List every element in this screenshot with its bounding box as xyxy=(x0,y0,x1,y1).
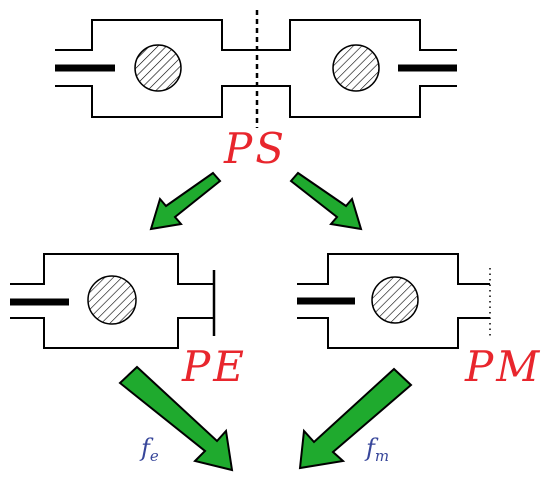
label-pm: PM xyxy=(464,342,542,391)
pm-cavity-outline-bottom xyxy=(297,317,490,349)
arrow-pm-down xyxy=(298,367,413,470)
pe-cavity-outline-top xyxy=(10,253,214,285)
label-ps: PS xyxy=(223,124,287,173)
left-child-structure xyxy=(10,253,216,349)
pe-cavity-outline-bottom xyxy=(10,317,214,349)
right-child-structure xyxy=(297,253,491,349)
label-fe: fe xyxy=(139,434,159,465)
top-left-cavity-outline-bottom xyxy=(55,85,257,118)
top-right-hatched-ball xyxy=(332,44,380,92)
arrow-pe-down xyxy=(118,365,234,472)
arrow-ps-to-pe xyxy=(149,171,222,231)
top-right-cavity-outline xyxy=(257,19,457,51)
pm-hatched-ball xyxy=(371,276,419,324)
pe-hatched-ball xyxy=(87,275,137,325)
top-structure xyxy=(55,10,457,128)
top-left-cavity-outline xyxy=(55,19,257,51)
pm-cavity-outline-top xyxy=(297,253,490,285)
label-fm: fm xyxy=(364,434,389,465)
top-left-hatched-ball xyxy=(134,44,182,92)
top-right-cavity-outline-bottom xyxy=(257,85,457,118)
label-pe: PE xyxy=(181,342,247,391)
arrow-ps-to-pm xyxy=(289,171,363,231)
